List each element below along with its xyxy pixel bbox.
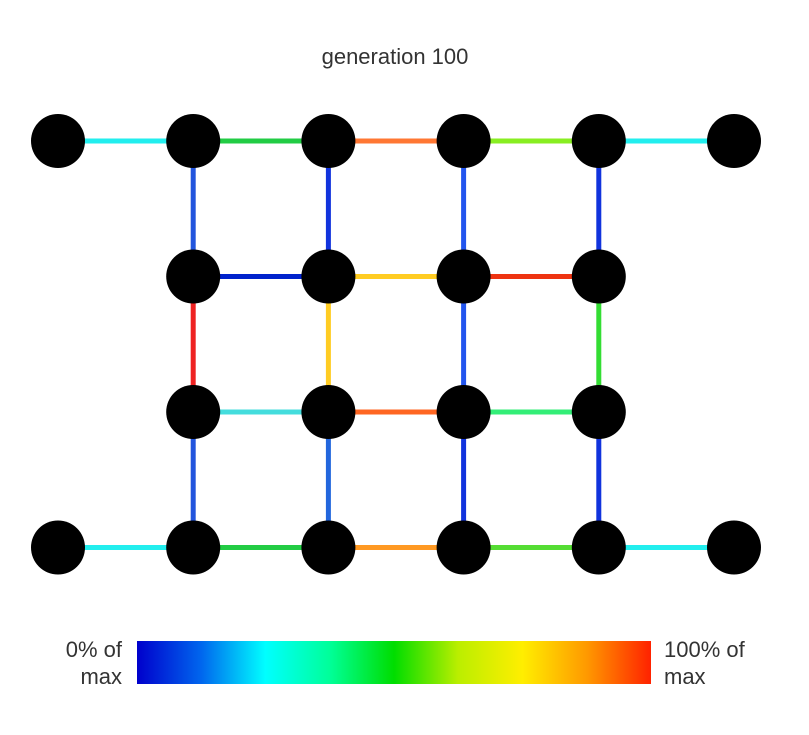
node	[166, 385, 221, 439]
diagram-title: generation 100	[322, 44, 469, 69]
colorbar-gradient	[137, 641, 651, 684]
node	[571, 114, 626, 168]
node	[571, 520, 626, 575]
node	[436, 249, 491, 304]
colorbar-min-label-line2: max	[80, 664, 122, 689]
node	[571, 385, 626, 439]
node	[301, 385, 356, 439]
node	[436, 114, 491, 168]
colorbar-max-label-line2: max	[664, 664, 706, 689]
edges-layer	[58, 138, 734, 550]
node	[31, 520, 85, 575]
nodes-layer	[31, 114, 761, 575]
node	[166, 114, 221, 168]
node	[707, 520, 761, 575]
node	[301, 520, 356, 575]
colorbar-min-label-line1: 0% of	[66, 637, 123, 662]
node	[166, 520, 221, 575]
colorbar: 0% of max 100% of max	[66, 637, 746, 689]
node	[31, 114, 85, 168]
node	[571, 249, 626, 304]
node	[436, 385, 491, 439]
node	[301, 114, 356, 168]
node	[301, 249, 356, 304]
node	[707, 114, 761, 168]
node	[166, 249, 221, 304]
colorbar-max-label-line1: 100% of	[664, 637, 746, 662]
node	[436, 520, 491, 575]
